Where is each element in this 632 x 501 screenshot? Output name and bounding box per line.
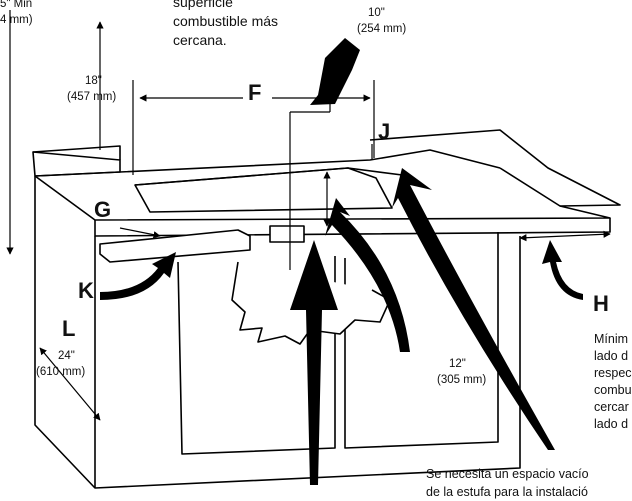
dim-12-value: 12" [449,358,466,370]
h-note-line-1: Mínim [594,332,629,346]
top-note-line-3: cercana. [173,32,227,48]
bottom-note-line-2: de la estufa para la instalació [426,485,588,499]
h-note-line-4: combu [594,383,632,397]
dim-10-value: 10" [368,7,385,19]
h-note-line-6: lado d [594,417,629,431]
letter-g: G [94,197,112,222]
arrow-h [542,240,583,300]
top-left-dim-metric: 4 mm) [0,14,33,26]
arrow-12 [325,198,410,352]
letter-j: J [378,119,391,144]
ledge [99,229,251,263]
center-box [269,225,305,243]
top-left-dim-value: 5" Min [0,0,33,10]
h-note-line-3: respec [594,366,632,380]
h-note-line-2: lado d [594,349,629,363]
bottom-note-line-1: Se necesita un espacio vacío [426,467,589,481]
h-note-line-5: cercar [594,400,629,414]
letter-l: L [62,316,76,341]
arrow-j [392,168,555,450]
dim-10-metric: (254 mm) [357,23,407,35]
dim-18-value: 18" [85,75,102,87]
letter-h: H [593,291,609,316]
arrow-center [290,240,338,485]
arrow-10-in [310,38,360,105]
letter-k: K [78,278,94,303]
arrow-k [100,252,176,300]
right-backsplash [369,129,621,207]
right-door [344,232,499,449]
top-note-line-1: superficie [173,0,233,10]
dim-12-metric: (305 mm) [437,374,487,386]
top-note-line-2: combustible más [173,13,279,29]
dim-24-metric: (610 mm) [36,366,86,378]
dim-24-value: 24" [58,350,75,362]
countertop [34,149,611,221]
dim-18-metric: (457 mm) [67,91,117,103]
letter-f: F [248,80,262,105]
left-door [177,256,336,455]
